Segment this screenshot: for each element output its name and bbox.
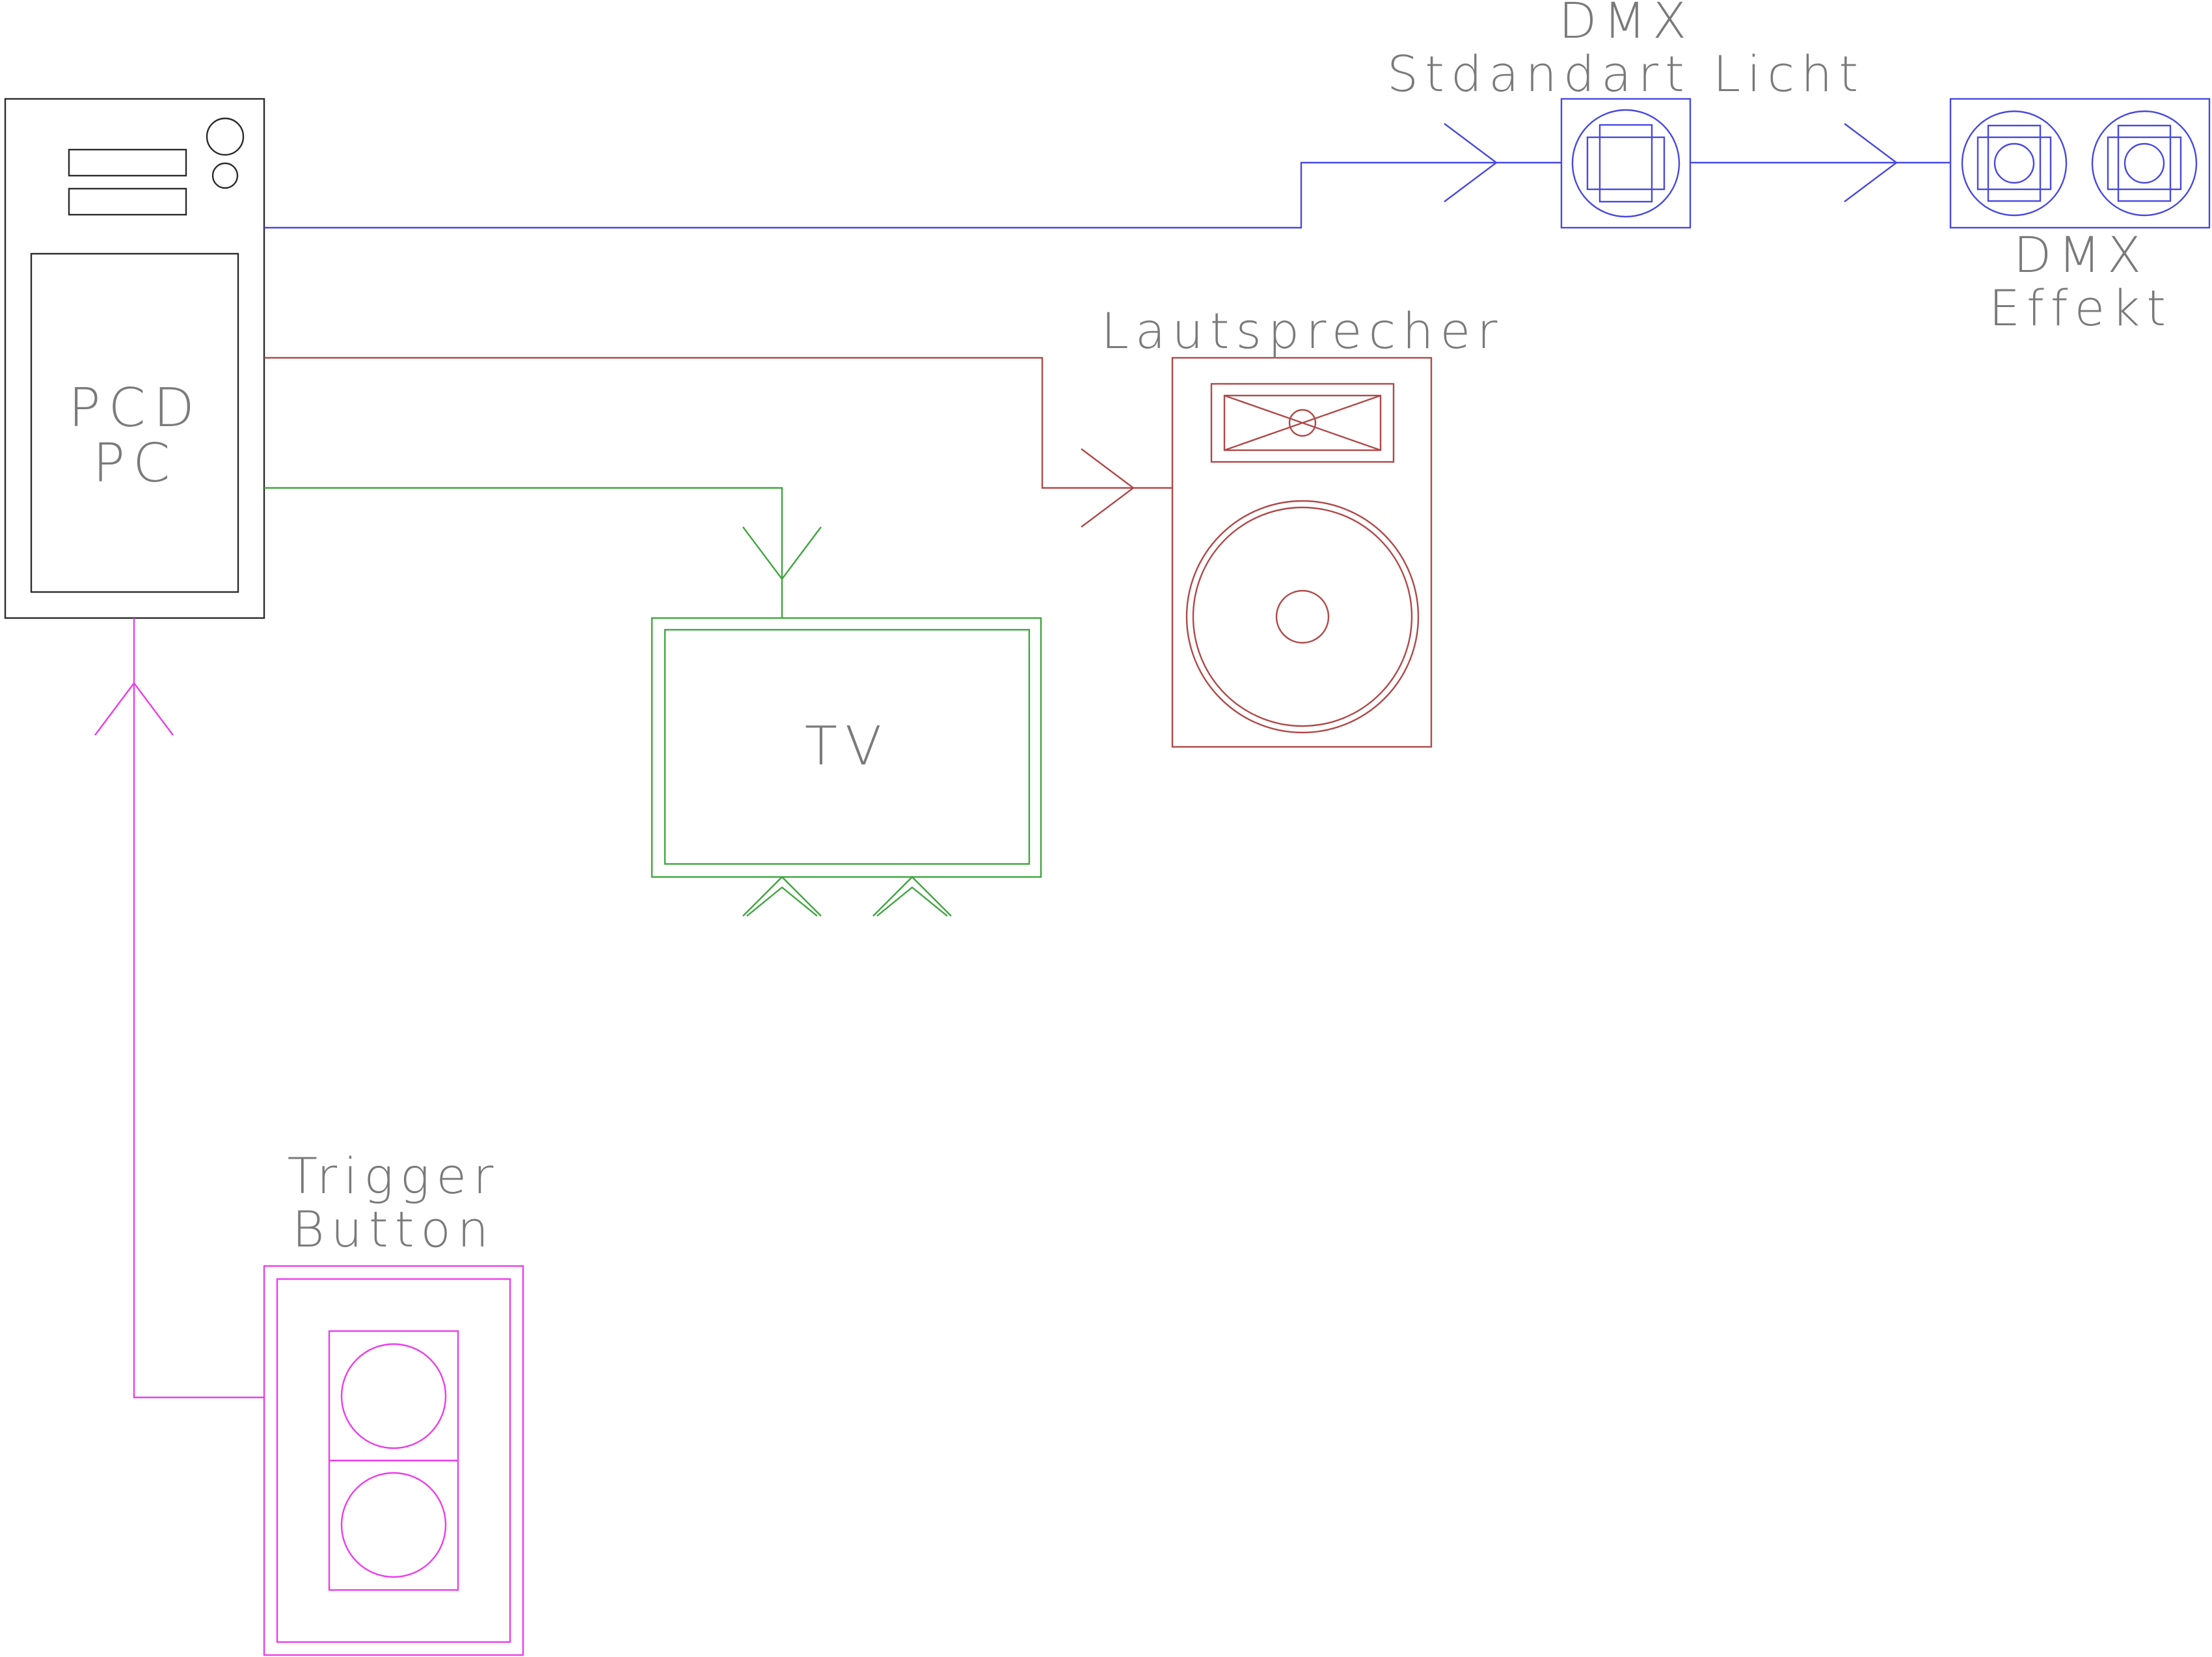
dmx-effect-left-lamp-horizontal — [1976, 136, 2052, 191]
dmx-effect-right-lamp-horizontal — [2107, 136, 2182, 191]
tv-connection — [264, 487, 822, 618]
trigger-label-line2: Button — [292, 1200, 495, 1258]
trigger-button-bottom-circle — [340, 1472, 447, 1578]
dmx-effect-label-line1: DMX — [2014, 226, 2148, 284]
speaker-tweeter-frame-inner — [1223, 394, 1382, 451]
speaker-woofer-dustcap — [1275, 589, 1330, 644]
pc-front-panel — [30, 252, 239, 593]
dmx-standard-lens-ring — [1571, 109, 1680, 218]
speaker-tweeter-dome — [1288, 409, 1317, 437]
tv-stand-right — [872, 876, 952, 917]
pc-label-line2: PC — [93, 433, 178, 494]
pc-tower — [4, 98, 265, 619]
speaker-label: Lautsprecher — [1101, 302, 1504, 360]
pc-power-button — [206, 117, 245, 156]
speaker-tweeter-diagonal-b — [1224, 394, 1381, 451]
tv-stand-left — [742, 876, 822, 917]
dmx-standard-lamp-vertical — [1598, 124, 1653, 203]
dmx-effect-right-lens-ring — [2091, 110, 2198, 217]
speaker-arrow — [1081, 448, 1135, 528]
trigger-button — [263, 1265, 524, 1656]
dmx-effect-right-lens-inner — [2124, 142, 2165, 184]
dmx-standard-lamp-horizontal — [1586, 136, 1666, 191]
trigger-frame-outer — [263, 1265, 524, 1656]
trigger-cable — [133, 618, 264, 1399]
tv-screen — [664, 628, 1031, 865]
tv-cable — [264, 487, 783, 618]
dmx-arrow-into-effect — [1844, 123, 1898, 202]
trigger-frame-inner — [276, 1278, 511, 1643]
trigger-label-line1: Trigger — [288, 1147, 500, 1205]
trigger-arrow — [94, 682, 174, 736]
dmx-connection — [264, 123, 1950, 229]
dmx-effect-light — [1949, 98, 2211, 229]
trigger-button-top-circle — [340, 1343, 447, 1449]
tv-bezel — [651, 617, 1042, 878]
dmx-standard-light — [1560, 98, 1692, 229]
tv-label: TV — [805, 716, 889, 777]
speaker-tweeter-frame-outer — [1210, 383, 1395, 463]
dmx-cable-pc-to-standard-light — [264, 161, 1561, 229]
speaker-woofer-outer — [1185, 500, 1420, 734]
trigger-connection — [94, 618, 264, 1399]
pc-drive-bay-top — [68, 148, 187, 177]
tv-arrow — [742, 526, 822, 580]
dmx-standard-label-line2: Stdandart Licht — [1387, 45, 1865, 103]
dmx-effect-label-line2: Effekt — [1989, 279, 2172, 337]
tv — [651, 617, 1042, 917]
dmx-effect-right-lamp-vertical — [2117, 124, 2172, 202]
dmx-effect-housing — [1949, 98, 2211, 229]
speaker-connection — [264, 357, 1172, 528]
speaker — [1171, 357, 1433, 748]
dmx-standard-housing — [1560, 98, 1692, 229]
pc-reset-button — [211, 162, 239, 189]
speaker-cable — [264, 357, 1172, 489]
dmx-standard-label-line1: DMX — [1559, 0, 1693, 49]
dmx-effect-left-lamp-vertical — [1987, 124, 2042, 202]
dmx-arrow-into-standard-light — [1444, 123, 1498, 202]
speaker-cabinet — [1171, 357, 1433, 748]
pc-drive-bay-bottom — [68, 187, 187, 216]
dmx-effect-left-lens-ring — [1961, 110, 2068, 217]
pc-label-line1: PCD — [68, 377, 202, 439]
dmx-effect-left-lens-inner — [1993, 142, 2035, 184]
speaker-woofer-inner — [1192, 506, 1413, 727]
pc-case-outline — [4, 98, 265, 619]
